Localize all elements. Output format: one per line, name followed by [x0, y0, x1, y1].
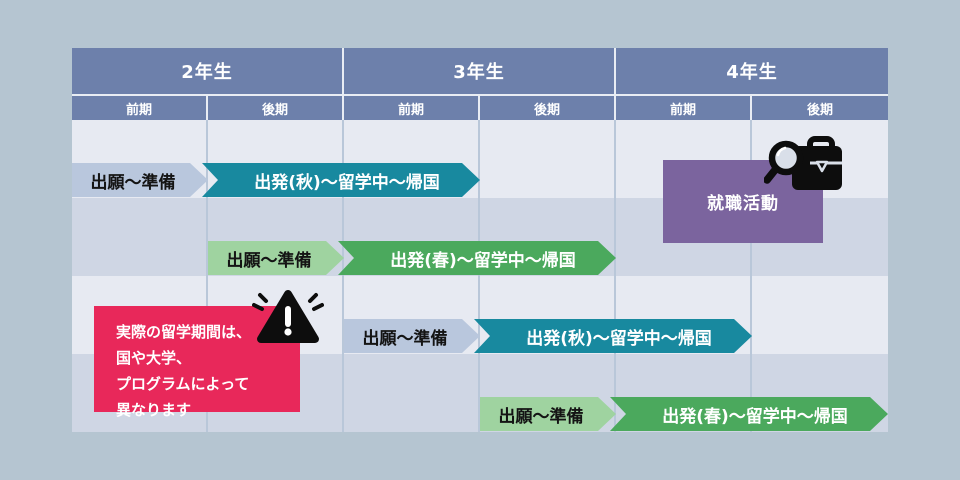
- prep-arrow-autumn-1: 出願〜準備: [72, 163, 208, 197]
- note-line: プログラムによって: [116, 375, 250, 393]
- note-line: 異なります: [116, 401, 192, 419]
- semester-header: 前期: [72, 96, 208, 120]
- year-header-4th: 4年生: [616, 48, 888, 94]
- departure-arrow-autumn-1: 出発(秋)〜留学中〜帰国: [202, 163, 480, 197]
- departure-arrow-spring-1: 出発(春)〜留学中〜帰国: [338, 241, 616, 275]
- semester-header: 前期: [616, 96, 752, 120]
- semester-header: 後期: [480, 96, 616, 120]
- briefcase-search-icon: [763, 136, 848, 202]
- year-header-row: 2年生 3年生 4年生: [72, 48, 888, 96]
- departure-arrow-spring-2: 出発(春)〜留学中〜帰国: [610, 397, 888, 431]
- prep-arrow-autumn-2: 出願〜準備: [344, 319, 480, 353]
- note-line: 国や大学、: [116, 349, 192, 367]
- prep-arrow-spring-2: 出願〜準備: [480, 397, 616, 431]
- semester-header: 後期: [208, 96, 344, 120]
- semester-header: 後期: [752, 96, 888, 120]
- departure-arrow-autumn-2: 出発(秋)〜留学中〜帰国: [474, 319, 752, 353]
- note-line: 実際の留学期間は、: [116, 323, 252, 341]
- year-header-3rd: 3年生: [344, 48, 616, 94]
- table-row: [72, 120, 888, 198]
- prep-arrow-spring-1: 出願〜準備: [208, 241, 344, 275]
- job-hunting-label: 就職活動: [707, 194, 779, 214]
- warning-icon: [252, 286, 324, 352]
- year-header-2nd: 2年生: [72, 48, 344, 94]
- semester-header: 前期: [344, 96, 480, 120]
- semester-header-row: 前期 後期 前期 後期 前期 後期: [72, 96, 888, 120]
